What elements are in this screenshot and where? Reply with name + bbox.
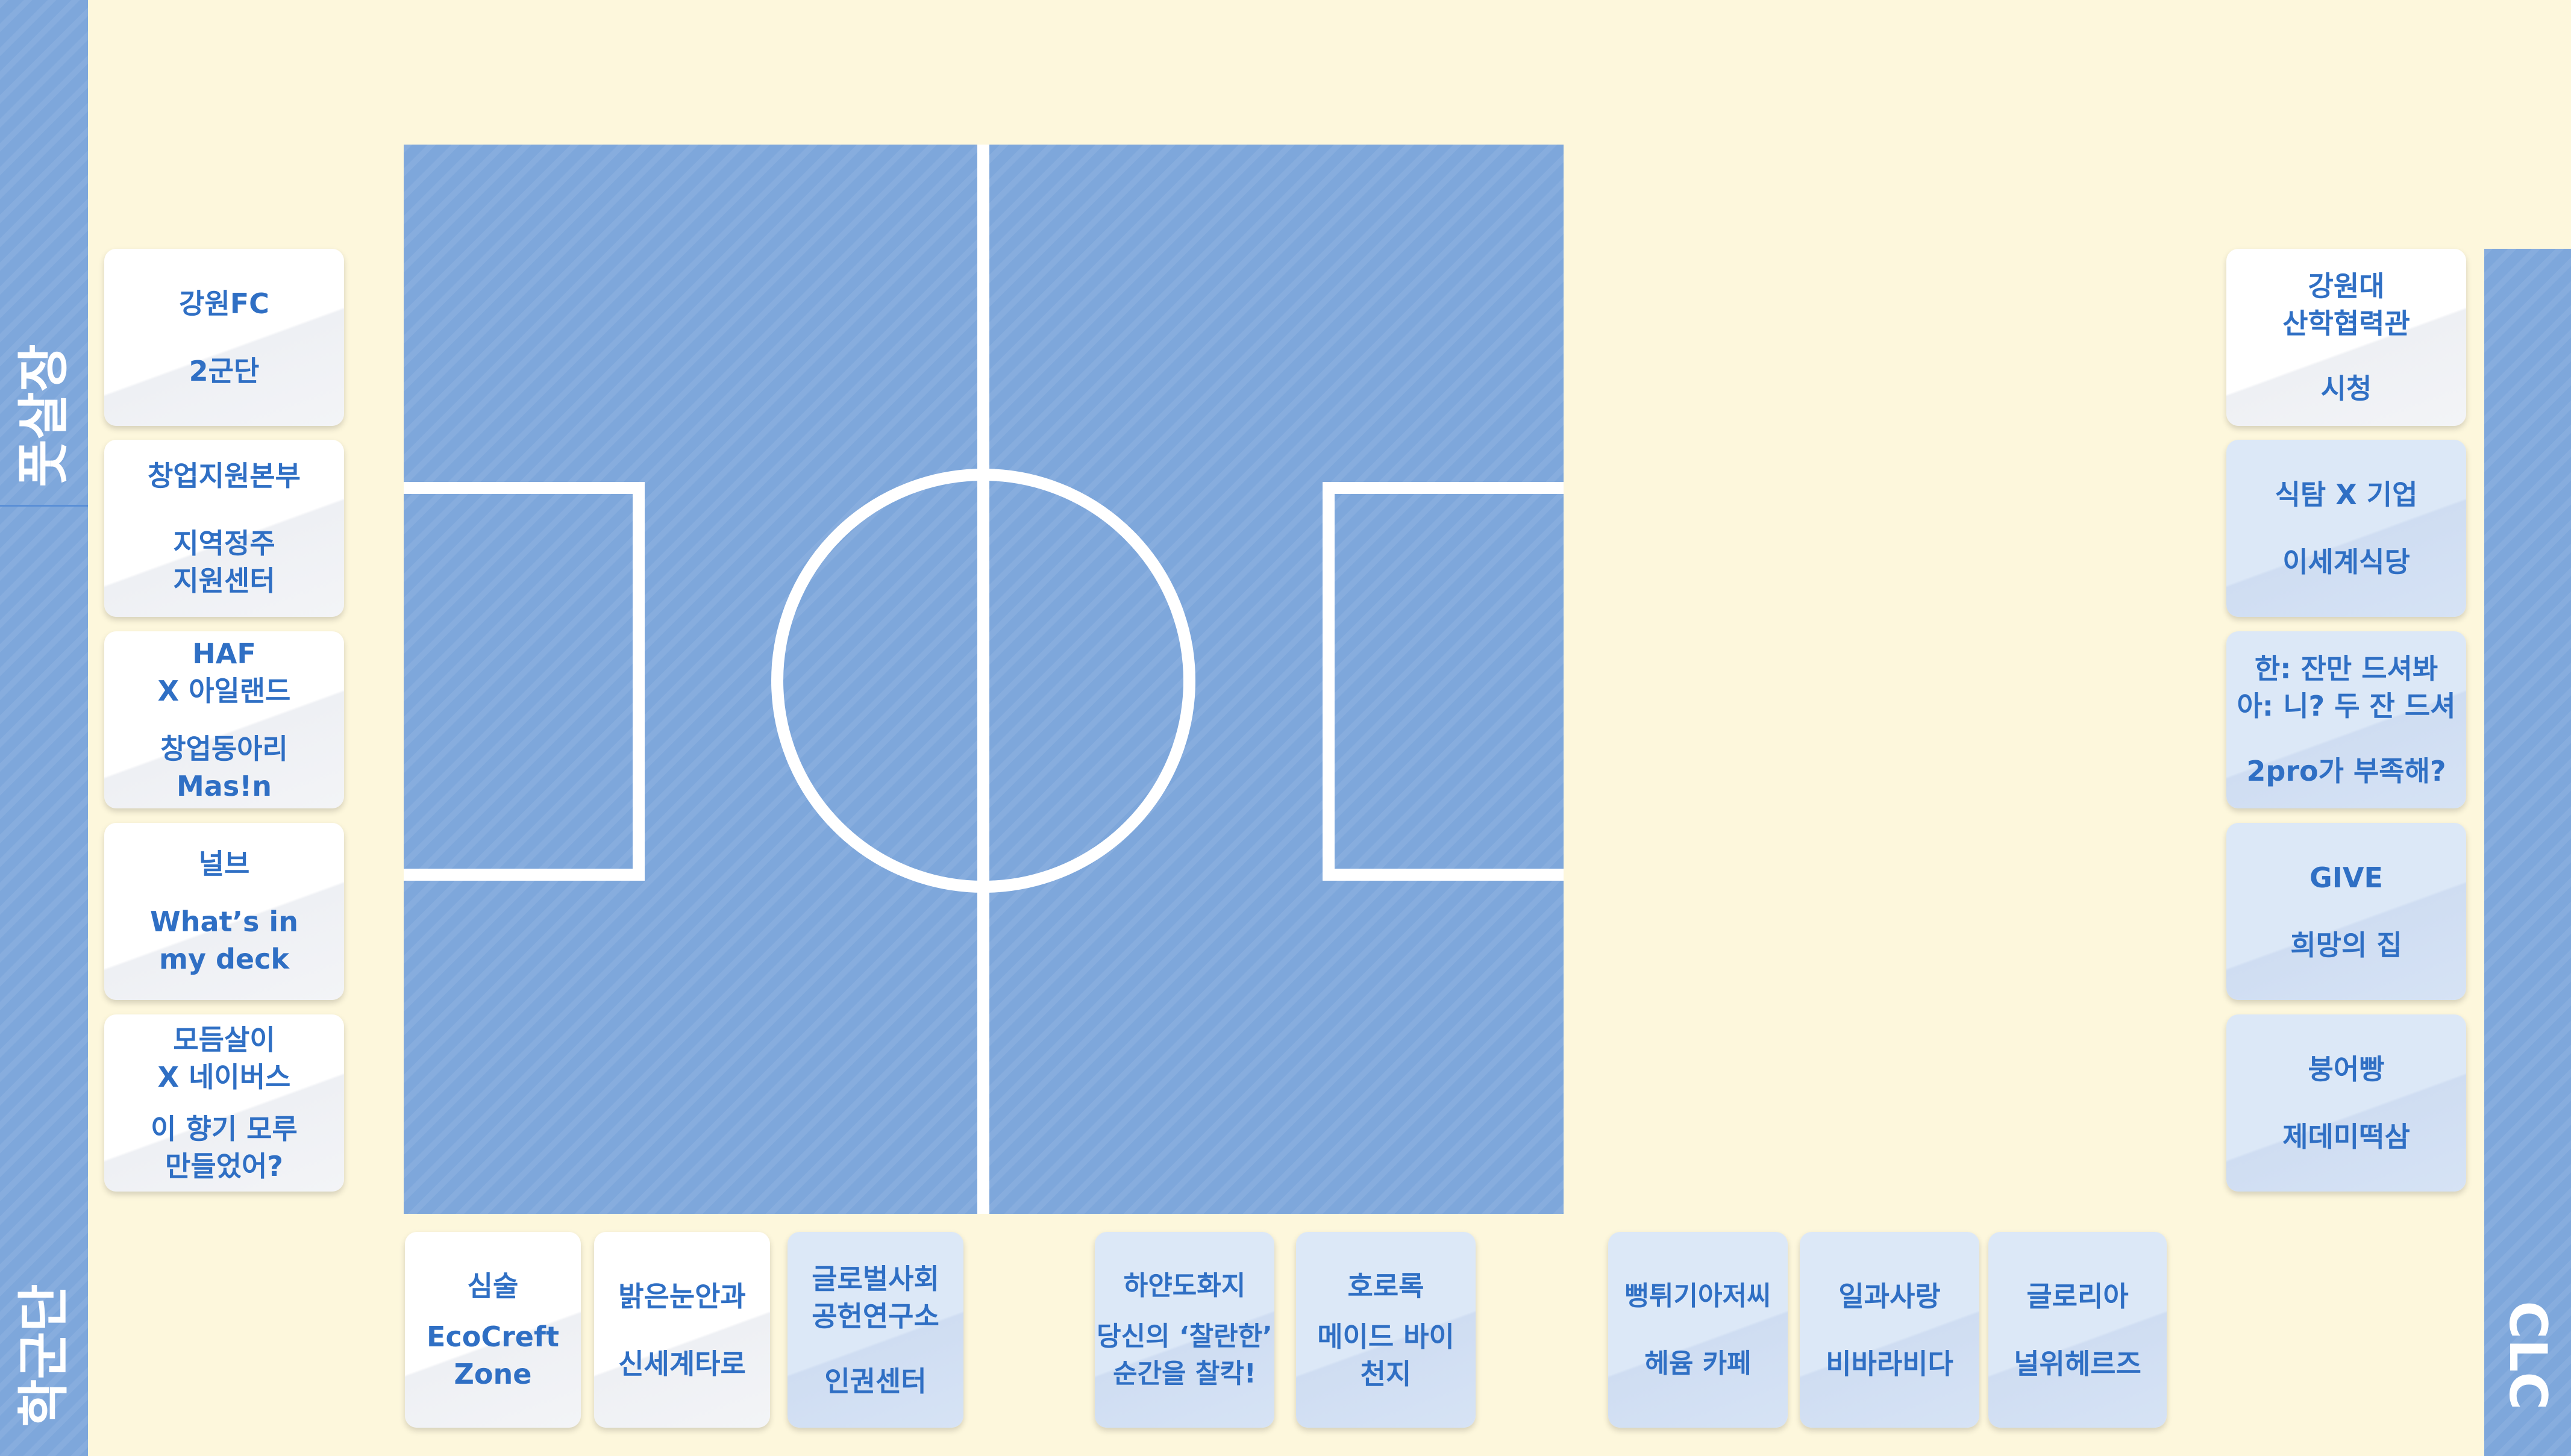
booth-name: 호로록 (1347, 1269, 1424, 1302)
booth-name: 신세계타로 (618, 1347, 746, 1380)
booth-name: 희망의 집 (2290, 929, 2402, 961)
booth-name: 천지 (1360, 1357, 1412, 1390)
booth-bottom-7[interactable]: 일과사랑 비바라비다 (1800, 1232, 1979, 1428)
booth-name: What’s in (150, 905, 298, 938)
booth-name: 강원FC (179, 287, 269, 320)
booth-name: 널브 (198, 848, 250, 880)
booth-name: 제데미떡삼 (2282, 1120, 2410, 1153)
booth-bottom-3[interactable]: 글로벌사회 공헌연구소 인권센터 (788, 1232, 963, 1428)
booth-name: 지역정주 (173, 527, 275, 560)
booth-bottom-1[interactable]: 심술 EcoCreft Zone (405, 1232, 581, 1428)
booth-name: EcoCreft (427, 1320, 559, 1353)
futsal-court-label: 풋살장 (14, 344, 74, 487)
booth-name: 강원대 (2308, 270, 2385, 302)
rotc-label: 학군단 (14, 1284, 74, 1427)
booth-name: 모듬살이 (173, 1023, 275, 1056)
booth-name: 창업지원본부 (148, 460, 301, 492)
booth-left-1[interactable]: 강원FC 2군단 (104, 249, 344, 426)
booth-name: GIVE (2310, 861, 2383, 894)
right-side-band: CLC (2484, 249, 2571, 1456)
booth-name: 메이드 바이 (1317, 1320, 1455, 1353)
booth-name: 인권센터 (824, 1364, 927, 1398)
booth-name: 만들었어? (165, 1150, 283, 1183)
booth-name: 창업동아리 (160, 733, 288, 765)
booth-name: 한: 잔만 드셔봐 (2254, 652, 2438, 685)
booth-right-1[interactable]: 강원대 산학협력관 시청 (2226, 249, 2466, 426)
booth-name: 공헌연구소 (812, 1299, 939, 1333)
booth-name: HAF (192, 637, 256, 670)
soccer-field (404, 145, 1564, 1214)
booth-name: 붕어빵 (2308, 1053, 2385, 1086)
booth-left-3[interactable]: HAF X 아일랜드 창업동아리 Mas!n (104, 631, 344, 808)
clc-label: CLC (2497, 1301, 2558, 1410)
booth-name: 당신의 ‘찰란한’ (1097, 1320, 1273, 1352)
booth-name: X 아일랜드 (157, 675, 291, 707)
booth-name: 일과사랑 (1838, 1279, 1941, 1313)
booth-left-2[interactable]: 창업지원본부 지역정주 지원센터 (104, 440, 344, 617)
booth-right-4[interactable]: GIVE 희망의 집 (2226, 823, 2466, 1000)
booth-name: 헤윰 카페 (1644, 1348, 1752, 1379)
right-penalty-box (1323, 482, 1564, 881)
booth-name: 산학협력관 (2282, 307, 2410, 340)
booth-name: 글로벌사회 (812, 1262, 939, 1295)
booth-name: my deck (159, 943, 289, 975)
booth-name: 2pro가 부족해? (2246, 755, 2446, 787)
booth-bottom-6[interactable]: 뻥튀기아저씨 헤윰 카페 (1608, 1232, 1788, 1428)
booth-name: Zone (454, 1357, 532, 1390)
booth-name: 순간을 찰칵! (1113, 1358, 1256, 1389)
booth-right-2[interactable]: 식탐 X 기업 이세계식당 (2226, 440, 2466, 617)
booth-name: 이세계식당 (2282, 546, 2410, 578)
booth-name: Mas!n (177, 770, 272, 802)
booth-left-5[interactable]: 모듬살이 X 네이버스 이 향기 모루 만들었어? (104, 1014, 344, 1192)
booth-name: 식탐 X 기업 (2275, 478, 2418, 511)
booth-name: 하얀도화지 (1123, 1270, 1246, 1301)
booth-name: 글로리아 (2026, 1279, 2129, 1313)
left-side-band: 풋살장 학군단 (0, 0, 88, 1456)
booth-name: 시청 (2320, 372, 2372, 405)
booth-name: 아: 니? 두 잔 드셔 (2237, 690, 2456, 722)
booth-name: 밝은눈안과 (618, 1279, 746, 1313)
booth-bottom-4[interactable]: 하얀도화지 당신의 ‘찰란한’ 순간을 찰칵! (1095, 1232, 1274, 1428)
booth-name: 2군단 (189, 355, 260, 387)
field-markings (404, 145, 1564, 1214)
booth-name: 지원센터 (173, 564, 275, 597)
booth-right-3[interactable]: 한: 잔만 드셔봐 아: 니? 두 잔 드셔 2pro가 부족해? (2226, 631, 2466, 808)
booth-name: 널위헤르즈 (2014, 1347, 2141, 1380)
left-penalty-box (404, 482, 645, 881)
booth-bottom-2[interactable]: 밝은눈안과 신세계타로 (594, 1232, 770, 1428)
booth-right-5[interactable]: 붕어빵 제데미떡삼 (2226, 1014, 2466, 1192)
booth-name: 심술 (467, 1269, 519, 1302)
band-divider (0, 505, 88, 507)
booth-name: X 네이버스 (157, 1061, 291, 1093)
booth-name: 비바라비다 (1826, 1347, 1953, 1380)
booth-bottom-8[interactable]: 글로리아 널위헤르즈 (1988, 1232, 2167, 1428)
booth-left-4[interactable]: 널브 What’s in my deck (104, 823, 344, 1000)
booth-name: 뻥튀기아저씨 (1624, 1280, 1771, 1311)
booth-name: 이 향기 모루 (151, 1113, 298, 1145)
center-circle (771, 469, 1195, 893)
booth-bottom-5[interactable]: 호로록 메이드 바이 천지 (1296, 1232, 1476, 1428)
